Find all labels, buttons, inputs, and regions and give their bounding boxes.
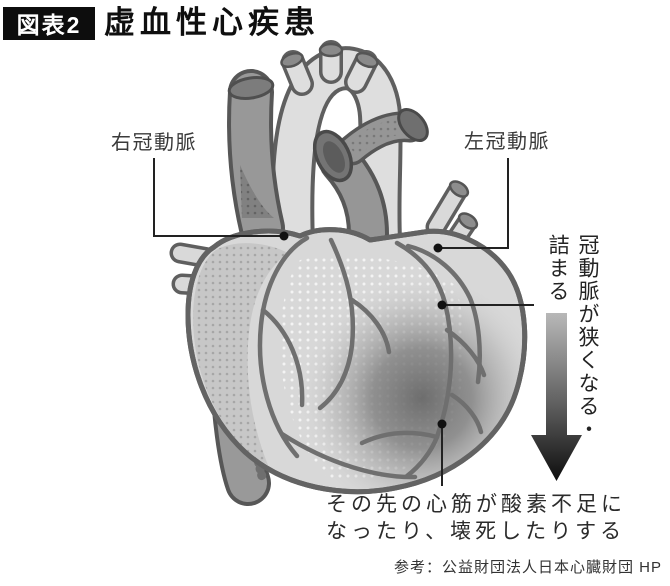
downward-arrow	[531, 313, 582, 481]
superior-vena-cava	[227, 69, 285, 251]
leader-right-coronary	[153, 158, 284, 237]
process-caption-line2: 詰まる	[546, 234, 569, 303]
result-caption: その先の心筋が酸素不足に なったり、壊死したりする	[326, 491, 626, 545]
leader-lines	[153, 158, 534, 486]
page-title: 虚血性心疾患	[104, 5, 320, 40]
result-caption-line1: その先の心筋が酸素不足に	[326, 493, 626, 516]
source-credit: 参考：公益財団法人日本心臓財団 HP	[393, 559, 662, 576]
coronary-arteries	[257, 235, 487, 480]
result-caption-line2: なったり、壊死したりする	[326, 520, 626, 543]
leader-left-coronary	[438, 158, 509, 249]
figure-number-badge: 図表2	[3, 6, 95, 40]
pulmonary-artery	[312, 108, 429, 255]
process-caption-line1: 冠動脈が狭くなる・	[576, 234, 599, 441]
marker-dots	[279, 231, 447, 429]
figure-title-row: 図表2 虚血性心疾患	[3, 5, 320, 41]
label-right-coronary-artery: 右冠動脈	[111, 132, 197, 154]
process-caption: 冠動脈が狭くなる・ 詰まる	[542, 234, 602, 441]
label-left-coronary-artery: 左冠動脈	[464, 131, 550, 153]
